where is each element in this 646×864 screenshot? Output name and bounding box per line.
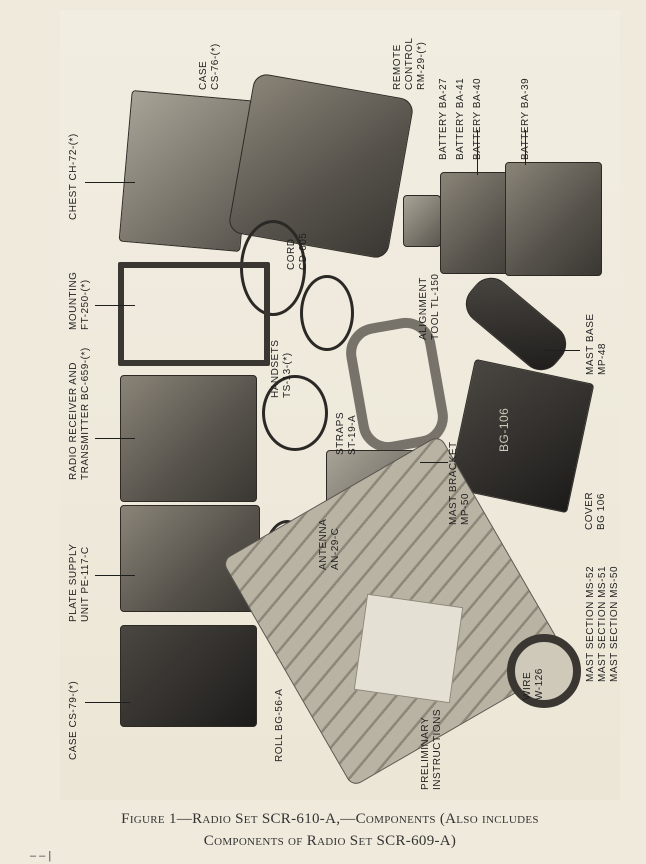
leader-radio [95,438,135,439]
leader-chest [85,182,135,183]
battery-ba27 [403,195,441,247]
leader-battery-ba40 [477,130,478,175]
leader-case-cs79 [85,702,130,703]
battery-ba39 [505,162,602,276]
preliminary-instructions-sheet [353,593,464,704]
figure-caption: Figure 1—Radio Set SCR-610-A,—Components… [30,808,630,852]
label-battery-ba27: BATTERY BA-27 [438,77,449,160]
wire-w126-coil [507,634,581,708]
caption-line-1: Figure 1—Radio Set SCR-610-A,—Components… [121,811,539,827]
case-cs79 [120,625,257,727]
label-case-cs79: CASE CS-79-(*) [68,680,79,760]
label-battery-ba41: BATTERY BA-41 [455,77,466,160]
cover-stencil-text: BG-106 [497,407,511,452]
leader-battery-ba39 [525,130,526,165]
label-battery-ba40: BATTERY BA-40 [472,77,483,160]
leader-mast-base [545,350,580,351]
caption-line-2: Components of Radio Set SCR-609-A) [203,833,457,849]
leader-mounting [95,305,135,306]
cord-cd605 [240,220,306,316]
label-chest: CHEST CH-72-(*) [68,133,79,220]
handset-cord [262,375,328,451]
handsets-ts13 [300,275,354,351]
footer-mark: – – | [30,850,52,862]
mounting-ft250 [118,262,270,366]
leader-plate-supply [95,575,135,576]
label-roll: ROLL BG-56-A [274,688,285,762]
label-battery-ba39: BATTERY BA-39 [520,77,531,160]
leader-mast-bracket [420,462,448,463]
radio-bc659 [120,375,257,502]
